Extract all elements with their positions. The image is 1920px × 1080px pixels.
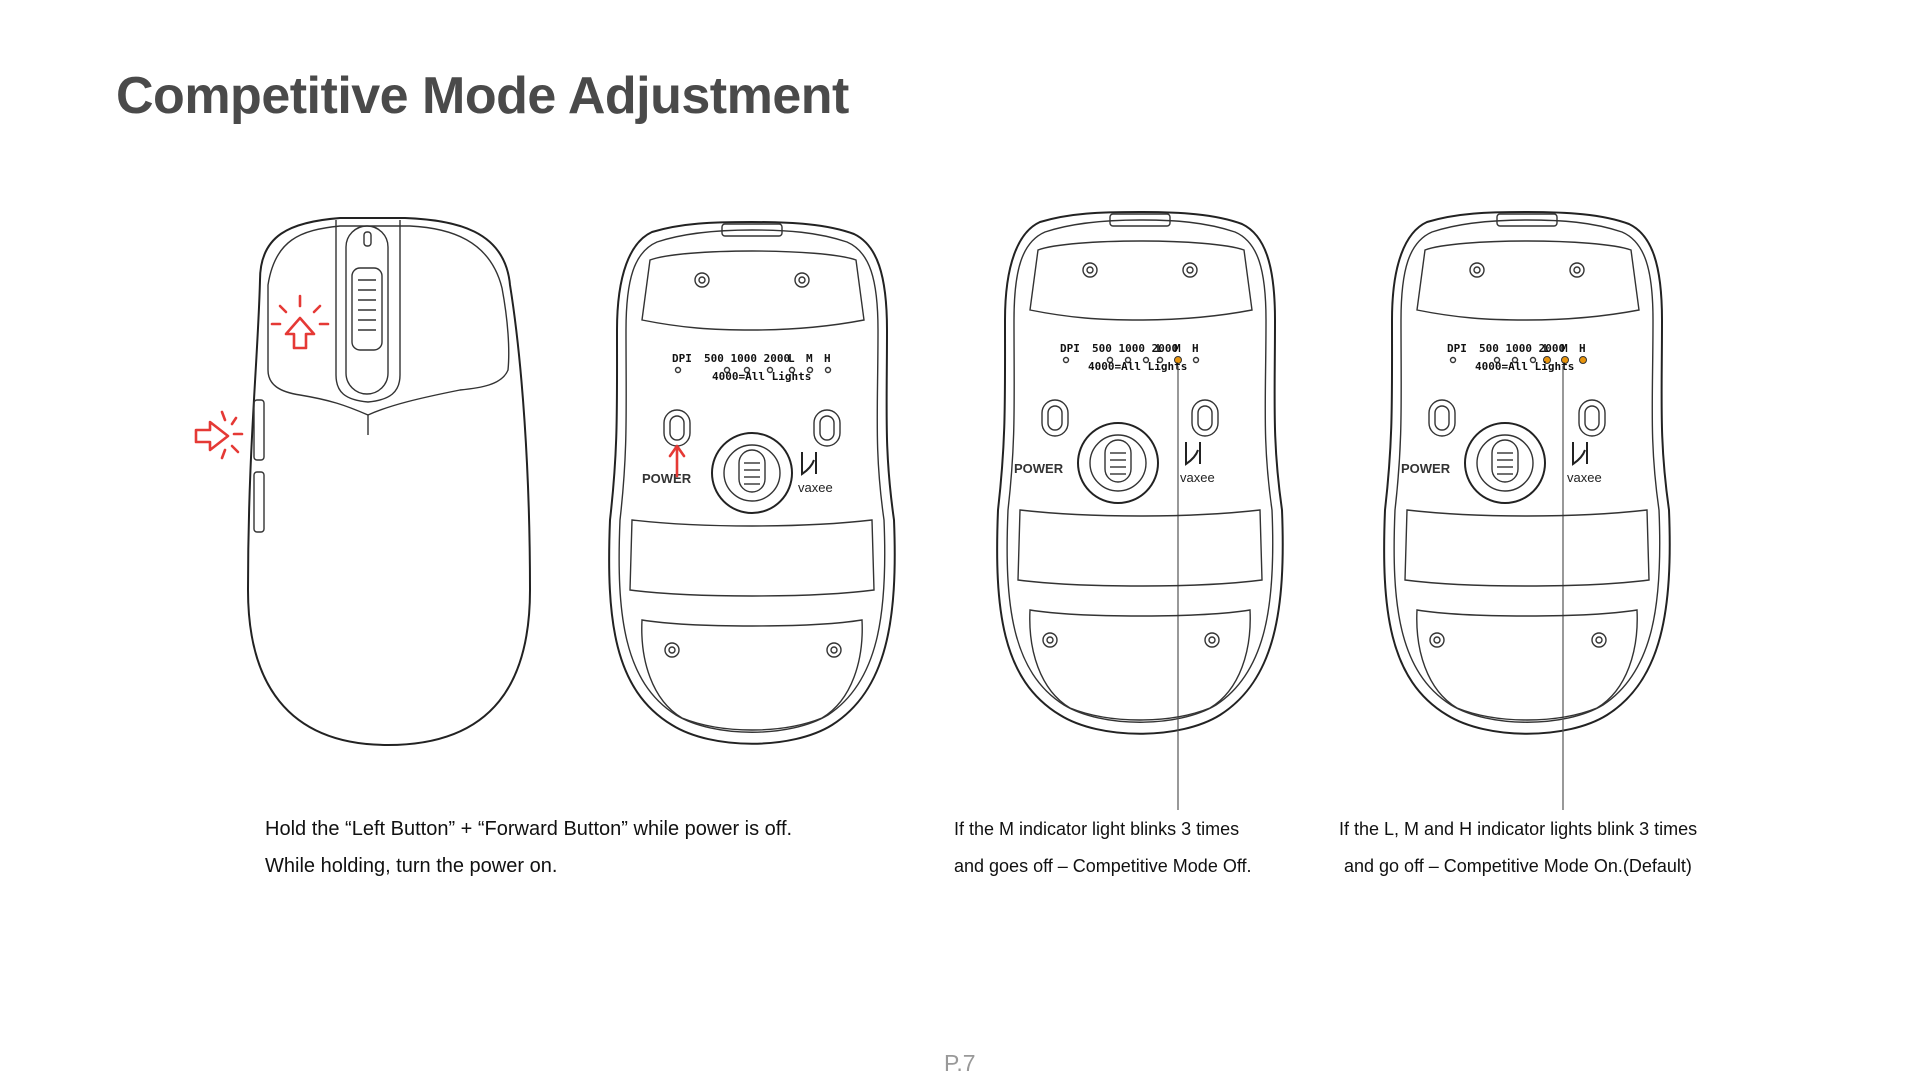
brand-label: vaxee bbox=[1180, 470, 1215, 485]
left-button-click-icon bbox=[270, 294, 330, 350]
all-lights-label: 4000=All Lights bbox=[1088, 360, 1187, 373]
l-indicator-label: L bbox=[1156, 342, 1163, 355]
mode-on-caption: If the L, M and H indicator lights blink… bbox=[1339, 811, 1697, 885]
m-indicator-light bbox=[1561, 356, 1569, 364]
mode-off-line1: If the M indicator light blinks 3 times bbox=[954, 819, 1240, 839]
h-indicator-label: H bbox=[1192, 342, 1199, 355]
brand-label: vaxee bbox=[798, 480, 833, 495]
m-indicator-light bbox=[1174, 356, 1182, 364]
l-indicator-light bbox=[1543, 356, 1551, 364]
page-number: P.7 bbox=[944, 1050, 976, 1076]
power-label: POWER bbox=[642, 471, 692, 486]
mouse-bottom-view-power: DPI 500 1000 2000 L M H 4000=All Lights … bbox=[608, 220, 896, 745]
forward-button-click-icon bbox=[194, 410, 244, 460]
all-lights-label: 4000=All Lights bbox=[712, 370, 811, 383]
mode-on-line2: and go off – Competitive Mode On.(Defaul… bbox=[1344, 856, 1692, 876]
arrow-up-icon bbox=[668, 444, 686, 478]
mouse-top-view bbox=[246, 217, 532, 747]
mouse-bottom-view-mode-off: DPI 500 1000 2000 L M H 4000=All Lights … bbox=[996, 210, 1284, 810]
vaxee-logo-icon bbox=[1185, 442, 1201, 466]
h-indicator-label: H bbox=[824, 352, 831, 365]
dpi-values: 500 1000 2000 bbox=[704, 352, 790, 365]
mode-on-line1: If the L, M and H indicator lights blink… bbox=[1339, 819, 1698, 839]
l-indicator-label: L bbox=[788, 352, 795, 365]
m-indicator-label: M bbox=[1174, 342, 1181, 355]
l-indicator-label: L bbox=[1543, 342, 1550, 355]
vaxee-logo-icon bbox=[1572, 442, 1588, 466]
h-indicator-light bbox=[1579, 356, 1587, 364]
step1-caption: Hold the “Left Button” + “Forward Button… bbox=[265, 811, 792, 885]
vaxee-logo-icon bbox=[801, 452, 817, 476]
dpi-label: DPI bbox=[672, 352, 692, 365]
step1-line2: While holding, turn the power on. bbox=[265, 855, 558, 877]
dpi-label: DPI bbox=[1060, 342, 1080, 355]
page-title: Competitive Mode Adjustment bbox=[116, 67, 849, 125]
h-indicator-label: H bbox=[1579, 342, 1586, 355]
power-label: POWER bbox=[1014, 461, 1064, 476]
brand-label: vaxee bbox=[1567, 470, 1602, 485]
m-indicator-label: M bbox=[806, 352, 813, 365]
dpi-label: DPI bbox=[1447, 342, 1467, 355]
mouse-bottom-view-mode-on: DPI 500 1000 2000 L M H 4000=All Lights … bbox=[1383, 210, 1671, 810]
dpi-values: 500 1000 2000 bbox=[1479, 342, 1565, 355]
all-lights-label: 4000=All Lights bbox=[1475, 360, 1574, 373]
mode-off-caption: If the M indicator light blinks 3 times … bbox=[954, 811, 1252, 885]
m-indicator-label: M bbox=[1561, 342, 1568, 355]
dpi-values: 500 1000 2000 bbox=[1092, 342, 1178, 355]
power-label: POWER bbox=[1401, 461, 1451, 476]
mode-off-line2: and goes off – Competitive Mode Off. bbox=[954, 856, 1252, 876]
step1-line1: Hold the “Left Button” + “Forward Button… bbox=[265, 818, 793, 840]
